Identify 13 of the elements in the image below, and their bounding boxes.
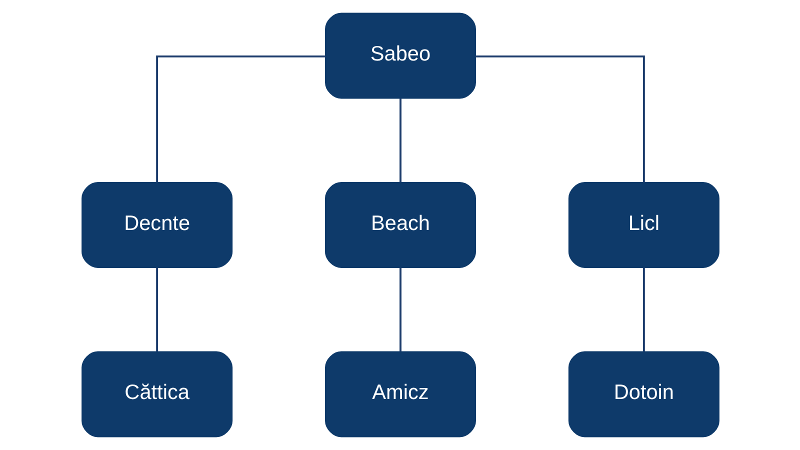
node-box: Amicz xyxy=(324,351,476,438)
connector xyxy=(156,55,325,182)
node-box: Decnte xyxy=(81,182,232,268)
connector xyxy=(399,98,401,182)
node-box: Sabeo xyxy=(324,12,476,99)
node-box: Dotoin xyxy=(568,351,719,438)
connector xyxy=(399,268,401,352)
connector xyxy=(156,268,158,352)
node-box: Căttica xyxy=(81,351,232,438)
connector xyxy=(475,55,644,182)
connector xyxy=(642,268,644,352)
node-box: Beach xyxy=(324,182,476,268)
node-box: Licl xyxy=(568,182,719,268)
